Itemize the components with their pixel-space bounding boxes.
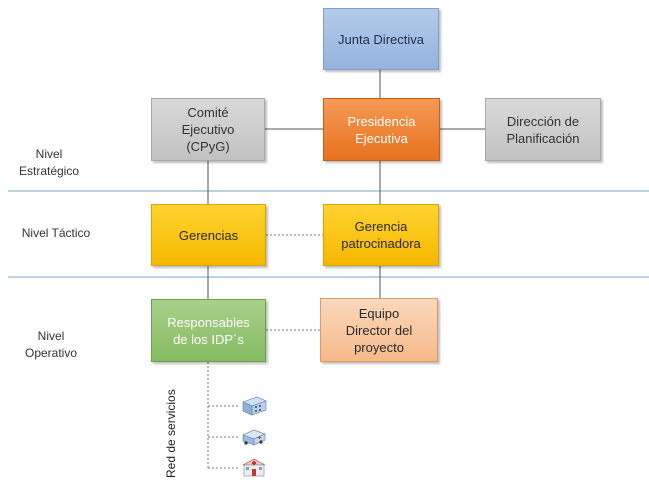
level-label-tactical: Nivel Táctico [21,226,91,240]
box-gerencias: Gerencias [151,204,266,266]
box-direccion-planificacion: Dirección de Planificación [485,98,601,161]
service-network-label: Red de servicios [164,389,178,478]
box-junta-directiva: Junta Directiva [323,8,439,70]
clinic-building-icon [242,458,266,477]
hospital-building-icon [242,396,267,416]
level-label-operative: Nivel Operativo [24,329,78,360]
level-label-strategic: Nivel Estratégico [18,147,80,178]
box-comite-ejecutivo: Comité Ejecutivo (CPyG) [151,98,265,161]
ambulance-icon [242,429,266,446]
box-responsables-idp: Responsables de los IDP´s [151,299,266,362]
box-equipo-director: Equipo Director del proyecto [320,298,438,362]
box-presidencia-ejecutiva: Presidencia Ejecutiva [323,98,440,161]
box-gerencia-patrocinadora: Gerencia patrocinadora [323,204,439,266]
